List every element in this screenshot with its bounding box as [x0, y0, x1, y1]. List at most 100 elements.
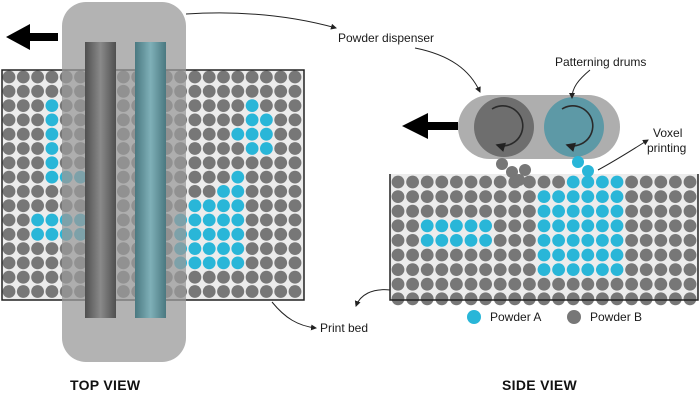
- powder-particle: [581, 219, 595, 233]
- rotation-arrow-icon: [491, 105, 594, 152]
- powder-particle: [610, 190, 624, 204]
- powder-particle: [245, 99, 259, 112]
- powder-particle: [202, 270, 216, 284]
- powder-particle: [274, 213, 288, 227]
- powder-particle: [274, 99, 288, 112]
- powder-particle: [537, 248, 551, 262]
- powder-particle: [217, 270, 230, 284]
- powder-particle: [639, 234, 653, 247]
- powder-particle: [260, 213, 273, 227]
- powder-particle: [288, 256, 302, 270]
- powder-particle: [552, 175, 565, 189]
- powder-particle: [508, 204, 522, 218]
- powder-particle: [16, 84, 30, 98]
- powder-particle: [625, 234, 638, 247]
- powder-particle: [274, 127, 288, 141]
- powder-particle: [31, 127, 44, 141]
- powder-particle: [508, 292, 522, 306]
- powder-particle: [479, 204, 492, 218]
- powder-particle: [202, 127, 216, 141]
- powder-particle: [464, 292, 478, 306]
- powder-particle: [508, 219, 522, 233]
- powder-particle: [245, 142, 259, 155]
- powder-particle: [274, 227, 288, 241]
- powder-particle: [231, 99, 245, 112]
- powder-particle: [202, 185, 216, 198]
- powder-particle: [188, 213, 202, 227]
- powder-particle: [464, 248, 478, 262]
- powder-particle: [435, 277, 449, 291]
- powder-particle: [288, 199, 302, 213]
- powder-particle: [625, 175, 638, 189]
- top-view: [1, 2, 305, 362]
- powder-particle: [581, 263, 595, 276]
- powder-particle: [523, 204, 536, 218]
- powder-particle: [669, 234, 682, 247]
- powder-particle: [231, 270, 245, 284]
- powder-particle: [260, 142, 273, 155]
- powder-particle: [523, 248, 536, 262]
- powder-particle: [493, 219, 507, 233]
- callout-bed-top: [271, 301, 317, 331]
- powder-particle: [202, 199, 216, 213]
- powder-particle: [16, 270, 30, 284]
- powder-particle: [288, 285, 302, 298]
- powder-particle: [450, 234, 463, 247]
- powder-particle: [31, 170, 44, 184]
- powder-particle: [260, 156, 273, 170]
- powder-particle: [217, 256, 230, 270]
- powder-particle: [450, 190, 463, 204]
- powder-particle: [450, 219, 463, 233]
- powder-particle: [552, 248, 565, 262]
- powder-particle: [508, 263, 522, 276]
- powder-particle: [16, 199, 30, 213]
- powder-particle: [45, 70, 59, 84]
- powder-particle: [581, 292, 595, 306]
- powder-particle: [260, 256, 273, 270]
- powder-particle: [288, 156, 302, 170]
- powder-particle: [391, 292, 405, 306]
- powder-particle: [566, 292, 580, 306]
- powder-particle: [669, 263, 682, 276]
- powder-particle: [625, 248, 638, 262]
- powder-particle: [479, 248, 492, 262]
- powder-particle: [231, 142, 245, 155]
- powder-particle: [217, 242, 230, 256]
- powder-particle: [420, 292, 434, 306]
- callout-bed-side: [354, 289, 391, 307]
- powder-particle: [479, 190, 492, 204]
- powder-particle: [274, 270, 288, 284]
- powder-particle: [217, 127, 230, 141]
- powder-particle: [231, 127, 245, 141]
- label-voxel-2: printing: [647, 141, 686, 155]
- falling-particle: [519, 164, 531, 176]
- powder-particle: [202, 227, 216, 241]
- powder-particle: [435, 175, 449, 189]
- powder-particle: [654, 219, 668, 233]
- powder-particle: [274, 84, 288, 98]
- legend: Powder A Powder B: [467, 310, 642, 324]
- powder-particle: [274, 242, 288, 256]
- powder-particle: [45, 185, 59, 198]
- powder-particle: [45, 84, 59, 98]
- powder-particle: [581, 248, 595, 262]
- powder-particle: [274, 113, 288, 127]
- powder-particle: [523, 234, 536, 247]
- powder-particle: [217, 142, 230, 155]
- powder-particle: [202, 84, 216, 98]
- powder-particle: [202, 156, 216, 170]
- powder-particle: [31, 84, 44, 98]
- powder-particle: [45, 127, 59, 141]
- powder-particle: [639, 219, 653, 233]
- powder-particle: [260, 113, 273, 127]
- powder-particle: [260, 70, 273, 84]
- powder-particle: [2, 84, 16, 98]
- powder-particle: [420, 234, 434, 247]
- powder-particle: [683, 204, 697, 218]
- powder-particle: [288, 242, 302, 256]
- powder-particle: [566, 277, 580, 291]
- powder-particle: [45, 270, 59, 284]
- powder-particle: [596, 292, 609, 306]
- powder-particle: [639, 204, 653, 218]
- side-view-title: SIDE VIEW: [502, 377, 578, 393]
